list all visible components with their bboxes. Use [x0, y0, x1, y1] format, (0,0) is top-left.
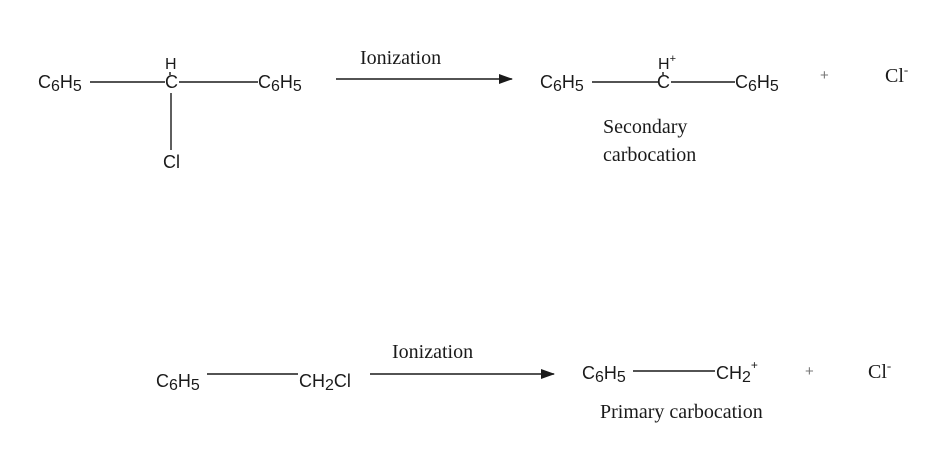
reactant1-right-phenyl: C6H5: [258, 72, 302, 95]
product1-center-h: H+: [658, 53, 676, 73]
product1-plus: +: [820, 67, 829, 84]
product1-caption-line2: carbocation: [603, 144, 696, 166]
reaction2-arrow: Ionization: [370, 341, 555, 379]
reactant1-center-c: C: [165, 72, 178, 92]
product2-chloride-ion: Cl-: [868, 358, 891, 383]
product1-caption-line1: Secondary: [603, 116, 687, 138]
product2-phenyl: C6H5: [582, 363, 626, 386]
reactant2-chloromethyl: CH2Cl: [299, 371, 351, 394]
product1-left-phenyl: C6H5: [540, 72, 584, 95]
reactant1-center-h: H: [165, 56, 177, 73]
reaction1-product: C6H5 H+ C C6H5 + Cl- Secondary carbocati…: [540, 53, 908, 166]
product2-methylene-cation: CH2+: [716, 358, 758, 386]
reaction2-arrow-label: Ionization: [392, 341, 473, 363]
product2-caption: Primary carbocation: [600, 401, 763, 423]
reactant1-chlorine: Cl: [163, 152, 180, 172]
product1-chloride-ion: Cl-: [885, 62, 908, 87]
reaction1-reactant: C6H5 H C C6H5 Cl: [38, 56, 302, 172]
reactant1-left-phenyl: C6H5: [38, 72, 82, 95]
reaction1-arrow-label: Ionization: [360, 47, 441, 69]
product1-center-c: C: [657, 72, 670, 92]
product1-right-phenyl: C6H5: [735, 72, 779, 95]
reactant2-phenyl: C6H5: [156, 371, 200, 394]
reaction2-reactant: C6H5 CH2Cl: [156, 371, 351, 394]
reaction1-arrow: Ionization: [336, 47, 513, 84]
reaction2-product: C6H5 CH2+ + Cl- Primary carbocation: [582, 358, 891, 423]
product2-plus: +: [805, 363, 814, 380]
